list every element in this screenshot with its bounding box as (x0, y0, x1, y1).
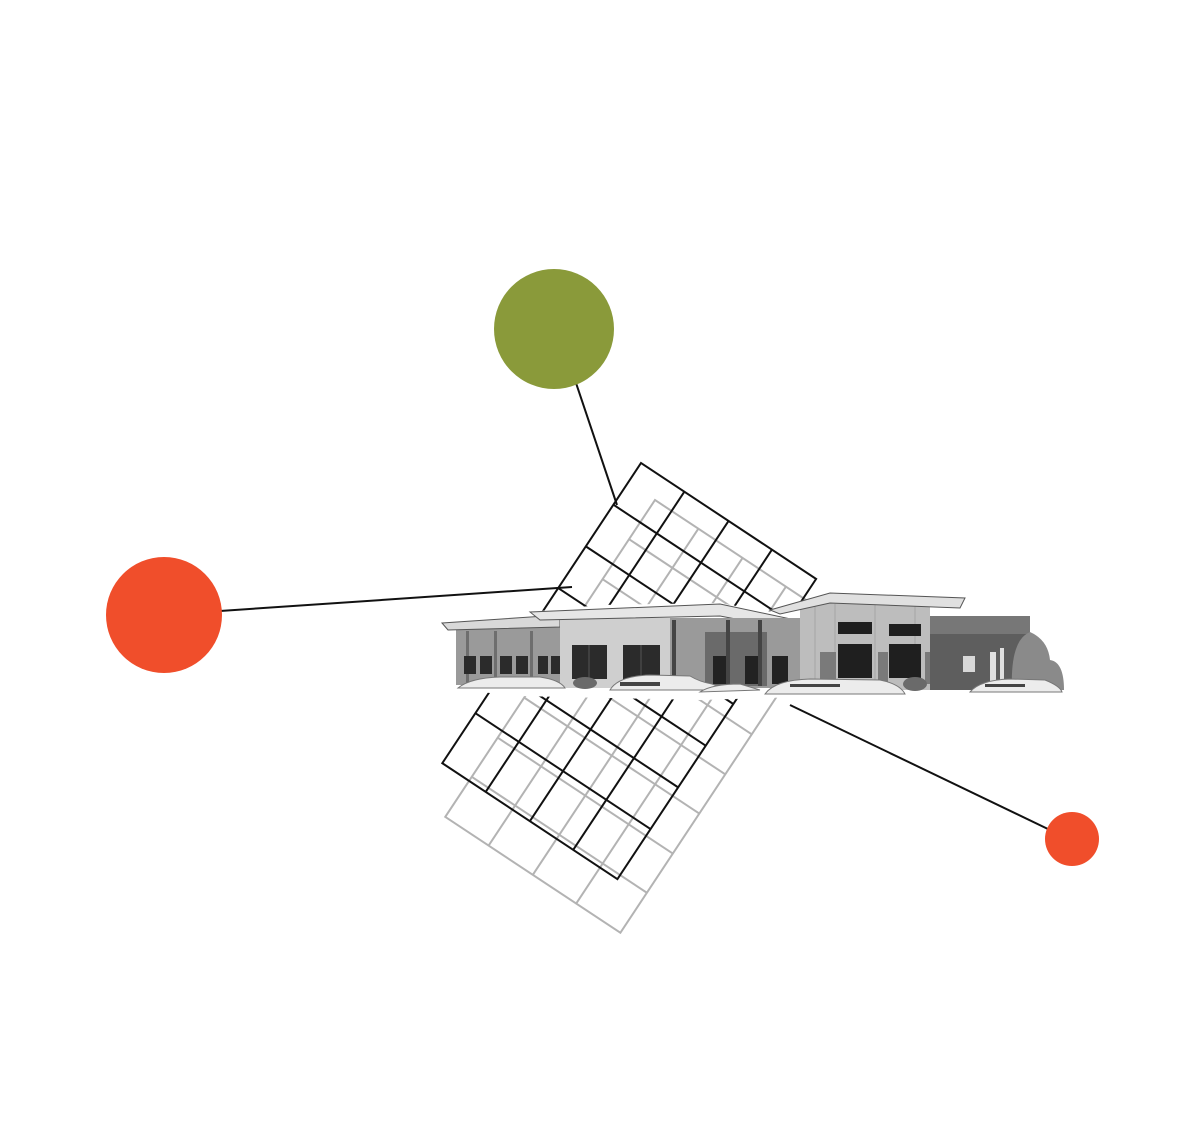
large-orange-node (106, 557, 222, 673)
small-orange-node (1045, 812, 1099, 866)
gray-grid (443, 498, 832, 935)
building-illustration (440, 592, 1064, 700)
connectors (219, 379, 1051, 831)
connector-large-orange (219, 586, 573, 612)
green-node (494, 269, 614, 389)
connector-green (574, 379, 618, 506)
connector-small-orange (789, 704, 1051, 831)
